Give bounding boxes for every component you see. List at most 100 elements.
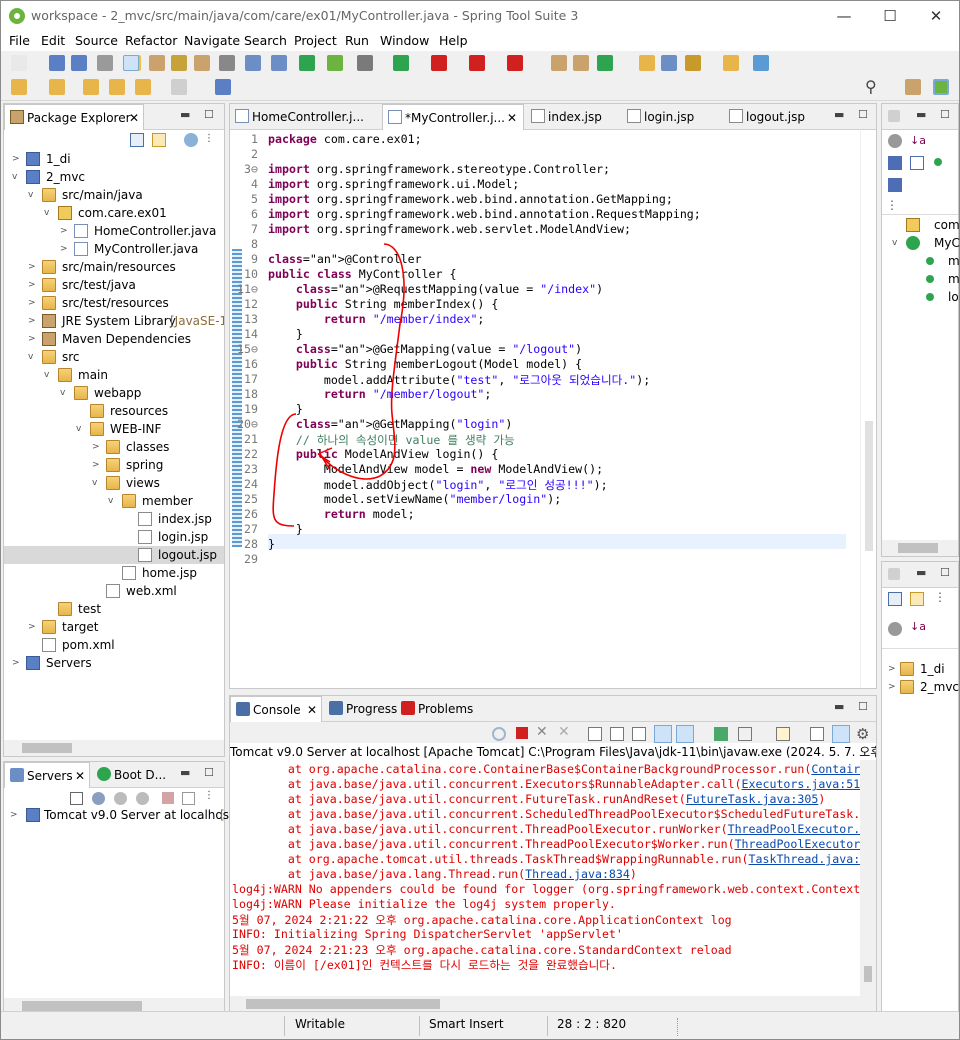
sort-icon[interactable] bbox=[888, 134, 902, 148]
tree-item[interactable]: >target bbox=[4, 618, 224, 636]
scrollbar-thumb[interactable] bbox=[246, 999, 440, 1009]
menu-help[interactable]: Help bbox=[439, 33, 468, 48]
scrollbar-thumb[interactable] bbox=[22, 1001, 142, 1011]
spring-icon[interactable] bbox=[327, 55, 343, 71]
refresh-icon[interactable] bbox=[492, 727, 506, 741]
new-class-icon[interactable] bbox=[597, 55, 613, 71]
new-bean-icon[interactable] bbox=[661, 55, 677, 71]
scrollbar-thumb[interactable] bbox=[864, 966, 872, 982]
remove-all-icon[interactable]: ✕ bbox=[558, 724, 570, 740]
minimize-button[interactable]: — bbox=[836, 7, 852, 25]
minimize-icon[interactable]: ▬ bbox=[916, 108, 927, 121]
menu-search[interactable]: Search bbox=[244, 33, 287, 48]
chevron-right-icon[interactable]: > bbox=[92, 442, 100, 452]
stack-trace-link[interactable]: ThreadPoolExecutor bbox=[734, 837, 860, 851]
code-line[interactable]: import org.springframework.web.servlet.M… bbox=[268, 222, 631, 236]
stop-server-icon[interactable] bbox=[162, 792, 174, 804]
tree-item[interactable]: >Maven Dependencies bbox=[4, 330, 224, 348]
server-item[interactable]: > Tomcat v9.0 Server at localhost [ bbox=[8, 806, 234, 824]
tree-item[interactable]: login.jsp bbox=[4, 528, 224, 546]
chevron-down-icon[interactable]: v bbox=[44, 208, 50, 218]
next-annotation-icon[interactable] bbox=[11, 79, 27, 95]
chevron-right-icon[interactable]: > bbox=[12, 154, 20, 164]
spring-perspective-icon[interactable] bbox=[933, 79, 949, 95]
az-sort-icon[interactable]: ↓a bbox=[910, 620, 926, 633]
debug-icon[interactable] bbox=[357, 55, 373, 71]
minimize-icon[interactable]: ▬ bbox=[180, 766, 191, 779]
expand-icon[interactable]: > bbox=[888, 682, 896, 692]
forward-icon[interactable] bbox=[171, 79, 187, 95]
chevron-down-icon[interactable]: v bbox=[108, 496, 114, 506]
expand-icon[interactable]: > bbox=[888, 664, 896, 674]
link-with-editor-icon[interactable] bbox=[910, 592, 924, 606]
view-menu-icon[interactable]: ⋮ bbox=[886, 198, 898, 212]
code-line[interactable]: } bbox=[268, 327, 303, 341]
new-window-icon[interactable] bbox=[215, 79, 231, 95]
chevron-down-icon[interactable]: v bbox=[28, 352, 34, 362]
tree-item[interactable]: pom.xml bbox=[4, 636, 224, 654]
maximize-icon[interactable]: ☐ bbox=[858, 108, 868, 121]
tree-item[interactable]: home.jsp bbox=[4, 564, 224, 582]
word-wrap-icon[interactable] bbox=[632, 727, 646, 741]
code-line[interactable]: class="an">@GetMapping(value = "/logout"… bbox=[295, 342, 583, 356]
external-tools-icon[interactable] bbox=[507, 55, 523, 71]
collapse-all-icon[interactable] bbox=[888, 592, 902, 606]
copy-icon[interactable] bbox=[810, 727, 824, 741]
code-line[interactable]: import org.springframework.web.bind.anno… bbox=[268, 192, 673, 206]
chevron-down-icon[interactable]: v bbox=[76, 424, 82, 434]
last-edit-icon[interactable] bbox=[83, 79, 99, 95]
menu-source[interactable]: Source bbox=[75, 33, 118, 48]
pin-console-icon[interactable] bbox=[714, 727, 728, 741]
console-output[interactable]: at org.apache.catalina.core.ContainerBas… bbox=[230, 760, 860, 996]
view-menu-icon[interactable]: ⋮ bbox=[204, 790, 214, 801]
code-line[interactable]: public String memberIndex() { bbox=[295, 297, 499, 311]
menu-edit[interactable]: Edit bbox=[41, 33, 66, 48]
properties-icon[interactable] bbox=[194, 55, 210, 71]
new-java-project-icon[interactable] bbox=[551, 55, 567, 71]
menu-run[interactable]: Run bbox=[345, 33, 369, 48]
code-line[interactable]: import org.springframework.web.bind.anno… bbox=[268, 207, 701, 221]
chevron-right-icon[interactable]: > bbox=[28, 334, 36, 344]
code-line[interactable]: return "/member/logout"; bbox=[323, 387, 492, 401]
tree-item[interactable]: >src/test/java bbox=[4, 276, 224, 294]
minimize-icon[interactable]: ▬ bbox=[834, 108, 845, 121]
focus-icon[interactable] bbox=[184, 133, 198, 147]
code-line[interactable]: class="an">@RequestMapping(value = "/ind… bbox=[295, 282, 604, 296]
horizontal-scrollbar[interactable] bbox=[882, 540, 958, 556]
chevron-right-icon[interactable]: > bbox=[28, 316, 36, 326]
settings-gear-icon[interactable]: ⚙ bbox=[856, 725, 870, 743]
menu-file[interactable]: File bbox=[9, 33, 30, 48]
tab-servers[interactable]: Servers ✕ bbox=[4, 762, 90, 788]
tree-item[interactable]: index.jsp bbox=[4, 510, 224, 528]
tree-item[interactable]: >HomeController.java bbox=[4, 222, 224, 240]
open-console-icon[interactable] bbox=[776, 727, 790, 741]
minimize-icon[interactable]: ▬ bbox=[834, 700, 845, 713]
scrollbar-thumb[interactable] bbox=[22, 743, 72, 753]
display-console-icon[interactable] bbox=[738, 727, 752, 741]
view-menu-icon[interactable]: ⋮ bbox=[934, 590, 946, 604]
tree-item[interactable]: >spring bbox=[4, 456, 224, 474]
outline-package[interactable]: com bbox=[886, 216, 960, 234]
maximize-icon[interactable]: ☐ bbox=[940, 108, 950, 121]
tree-item[interactable]: >Servers bbox=[4, 654, 224, 672]
terminate-relaunch-icon[interactable] bbox=[299, 55, 315, 71]
save-all-icon[interactable] bbox=[71, 55, 87, 71]
hide-local-types-icon[interactable] bbox=[888, 178, 902, 192]
close-icon[interactable]: ✕ bbox=[75, 769, 86, 783]
globe-icon[interactable] bbox=[753, 55, 769, 71]
tree-item[interactable]: >src/main/resources bbox=[4, 258, 224, 276]
new-icon[interactable] bbox=[11, 55, 27, 71]
print-icon[interactable] bbox=[97, 55, 113, 71]
show-on-stdout-icon[interactable] bbox=[654, 725, 672, 743]
open-folder-icon[interactable] bbox=[639, 55, 655, 71]
chevron-down-icon[interactable]: v bbox=[892, 238, 898, 248]
code-line[interactable]: } bbox=[268, 537, 275, 551]
ansi-console-icon[interactable] bbox=[832, 725, 850, 743]
project-item[interactable]: > 2_mvc bbox=[886, 678, 959, 696]
tab-problems[interactable]: Problems bbox=[396, 696, 476, 722]
code-line[interactable]: model.setViewName("member/login"); bbox=[268, 492, 562, 506]
tree-item[interactable]: >classes bbox=[4, 438, 224, 456]
